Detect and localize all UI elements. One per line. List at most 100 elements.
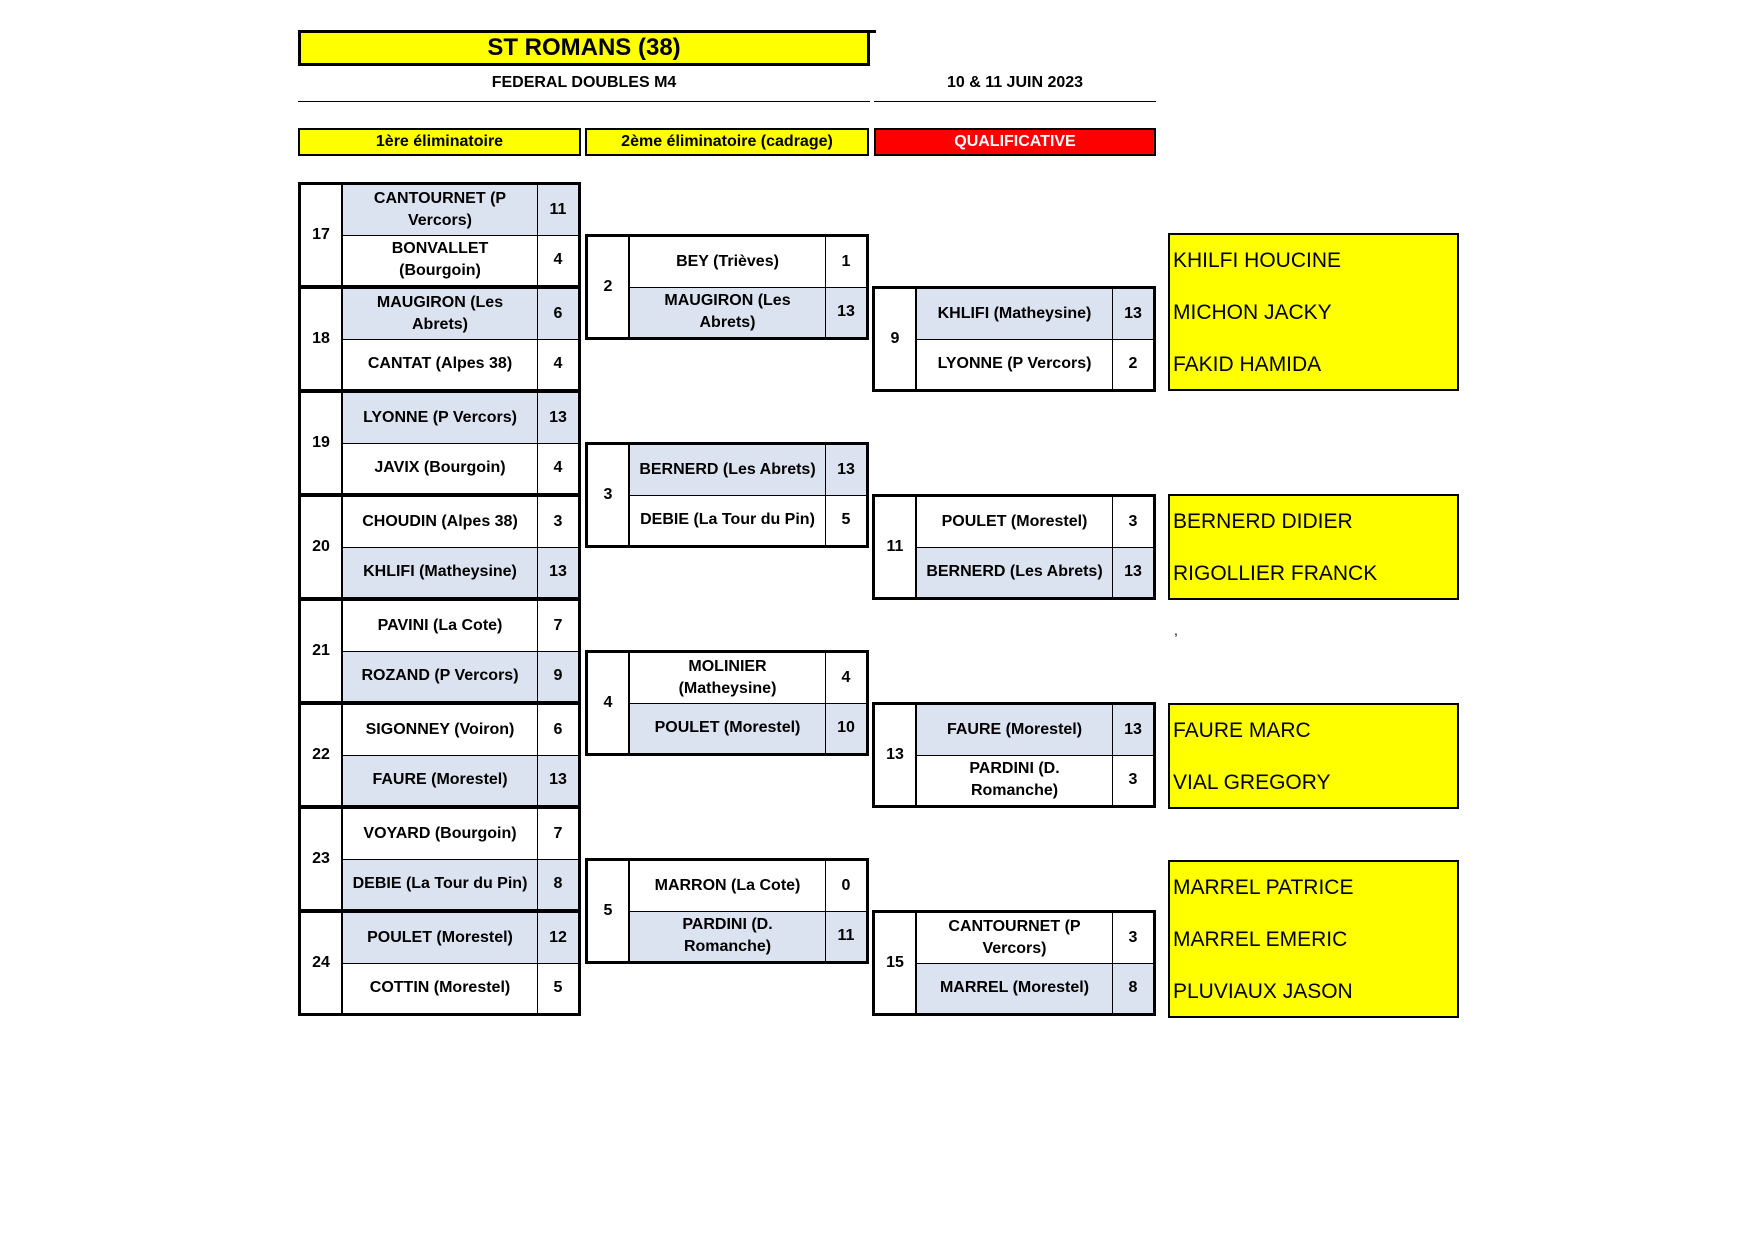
match-number: 9 [875, 289, 917, 389]
team-name: MOLINIER (Matheysine) [630, 653, 826, 703]
match-number: 5 [588, 861, 630, 961]
team-row: SIGONNEY (Voiron) 6 [343, 705, 578, 755]
team-score: 9 [553, 667, 563, 685]
match-number: 17 [301, 185, 343, 285]
team-name: MARREL (Morestel) [917, 963, 1113, 1013]
match-number: 11 [875, 497, 917, 597]
team-name: FAURE (Morestel) [917, 705, 1113, 755]
team-score: 5 [553, 979, 563, 997]
event-dates: 10 & 11 JUIN 2023 [946, 74, 1084, 91]
team-score: 13 [837, 303, 855, 321]
team-name: VOYARD (Bourgoin) [343, 809, 538, 859]
match-number: 19 [301, 393, 343, 493]
player-name: BERNERD DIDIER [1173, 510, 1353, 533]
team-name: PARDINI (D. Romanche) [917, 755, 1113, 805]
player-name: MARREL PATRICE [1173, 876, 1354, 899]
team-name: MAUGIRON (Les Abrets) [343, 289, 538, 339]
player-name: KHILFI HOUCINE [1173, 249, 1342, 272]
team-score: 5 [841, 511, 851, 529]
event-name: FEDERAL DOUBLES M4 [491, 74, 677, 91]
match-number: 2 [588, 237, 630, 337]
team-row: KHLIFI (Matheysine)13 [917, 289, 1153, 339]
team-score: 11 [549, 200, 567, 218]
team-row: POULET (Morestel) 3 [917, 497, 1153, 547]
team-name: JAVIX (Bourgoin) [343, 443, 538, 493]
team-name: BEY (Trièves) [630, 237, 826, 287]
team-name: BERNERD (Les Abrets) [630, 445, 826, 495]
team-name: CANTOURNET (P Vercors) [343, 185, 538, 235]
team-name: BERNERD (Les Abrets) [917, 547, 1113, 597]
team-score: 3 [1128, 928, 1138, 946]
player-name: MICHON JACKY [1173, 301, 1332, 324]
tournament-title: ST ROMANS (38) [298, 30, 870, 66]
team-name: BONVALLET (Bourgoin) [343, 235, 538, 285]
team-name: KHLIFI (Matheysine) [343, 547, 538, 597]
team-score: 6 [553, 720, 563, 738]
team-row: DEBIE (La Tour du Pin)8 [343, 858, 578, 909]
team-score: 7 [553, 616, 563, 634]
team-name: CANTOURNET (P Vercors) [917, 913, 1113, 963]
team-row: FAURE (Morestel)13 [917, 705, 1153, 755]
match-number: 18 [301, 289, 343, 389]
team-score: 4 [841, 668, 851, 686]
team-row: MAUGIRON (Les Abrets)13 [630, 286, 866, 337]
match-number: 4 [588, 653, 630, 753]
team-score: 8 [1128, 979, 1138, 997]
player-name: FAKID HAMIDA [1173, 353, 1322, 376]
team-name: KHLIFI (Matheysine) [917, 289, 1113, 339]
team-name: POULET (Morestel) [630, 703, 826, 753]
team-row: VOYARD (Bourgoin)7 [343, 809, 578, 859]
team-name: FAURE (Morestel) [343, 755, 538, 805]
team-row: CANTOURNET (P Vercors) 3 [917, 913, 1153, 963]
round-header-qualificative: QUALIFICATIVE [874, 128, 1156, 156]
round-header-1: 1ère éliminatoire [298, 128, 581, 156]
title-line-extension [870, 30, 876, 33]
team-score: 4 [553, 459, 563, 477]
team-score: 8 [553, 875, 563, 893]
team-row: BERNERD (Les Abrets)13 [917, 546, 1153, 597]
match-number: 22 [301, 705, 343, 805]
match-number: 15 [875, 913, 917, 1013]
team-score: 6 [553, 304, 563, 322]
player-name: MARREL EMERIC [1173, 928, 1348, 951]
match-number: 3 [588, 445, 630, 545]
team-name: LYONNE (P Vercors) [917, 339, 1113, 389]
team-name: DEBIE (La Tour du Pin) [630, 495, 826, 545]
team-row: KHLIFI (Matheysine) 13 [343, 546, 578, 597]
team-row: ROZAND (P Vercors) 9 [343, 650, 578, 701]
match-number: 20 [301, 497, 343, 597]
team-score: 3 [1128, 512, 1138, 530]
team-name: ROZAND (P Vercors) [343, 651, 538, 701]
team-score: 13 [549, 563, 567, 581]
team-row: COTTIN (Morestel)5 [343, 962, 578, 1013]
match-number: 23 [301, 809, 343, 909]
team-row: CANTOURNET (P Vercors) 11 [343, 185, 578, 235]
header-rule-right [874, 101, 1156, 102]
team-name: POULET (Morestel) [917, 497, 1113, 547]
team-score: 2 [1128, 355, 1138, 373]
team-row: PAVINI (La Cote)7 [343, 601, 578, 651]
team-row: PARDINI (D. Romanche)11 [630, 910, 866, 961]
team-row: LYONNE (P Vercors)13 [343, 393, 578, 443]
team-row: JAVIX (Bourgoin) 4 [343, 442, 578, 493]
team-score: 3 [1128, 771, 1138, 789]
team-row: BONVALLET (Bourgoin) 4 [343, 234, 578, 285]
team-score: 4 [553, 251, 563, 269]
header-rule-left [298, 101, 870, 102]
team-row: MAUGIRON (Les Abrets) 6 [343, 289, 578, 339]
team-name: PARDINI (D. Romanche) [630, 911, 826, 961]
team-score: 1 [841, 252, 851, 270]
team-row: POULET (Morestel)12 [343, 913, 578, 963]
team-name: SIGONNEY (Voiron) [343, 705, 538, 755]
